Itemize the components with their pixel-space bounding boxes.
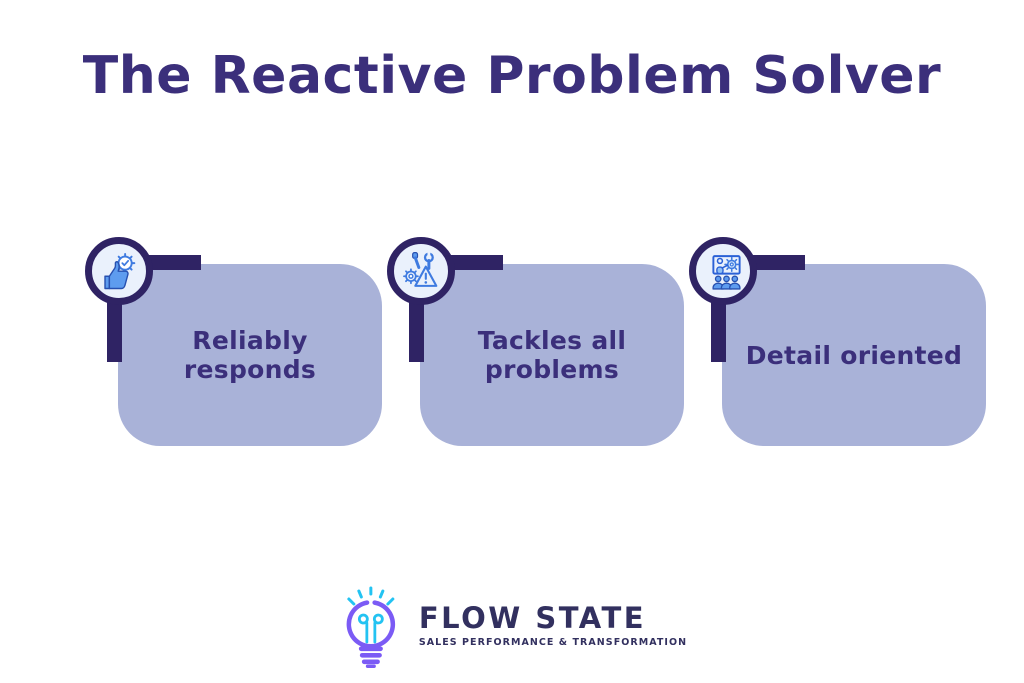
feature-card-label: Detail oriented (745, 340, 963, 370)
lightbulb-icon (346, 586, 396, 668)
team-presentation-icon (712, 255, 741, 290)
feature-card-label: Tackles all problems (477, 326, 627, 384)
icon-circle-badge (85, 237, 153, 305)
feature-card-label: Reliably responds (183, 326, 317, 384)
brand-footer: FLOW STATE SALES PERFORMANCE & TRANSFORM… (337, 584, 687, 668)
feature-group-detail-oriented: Detail oriented (689, 237, 999, 467)
page-title: The Reactive Problem Solver (82, 46, 942, 106)
feature-card: Detail oriented (722, 264, 986, 446)
icon-circle-badge (689, 237, 757, 305)
feature-card: Tackles all problems (420, 264, 684, 446)
feature-card: Reliably responds (118, 264, 382, 446)
brand-text-block: FLOW STATE SALES PERFORMANCE & TRANSFORM… (419, 604, 687, 648)
brand-tagline: SALES PERFORMANCE & TRANSFORMATION (418, 637, 688, 649)
feature-group-reliably-responds: Reliably responds (85, 237, 395, 467)
tools-warning-icon (403, 251, 438, 287)
feature-group-tackles-all-problems: Tackles all problems (387, 237, 697, 467)
brand-name: FLOW STATE (418, 601, 647, 636)
icon-circle-badge (387, 237, 455, 305)
thumbs-up-gear-icon (104, 252, 136, 290)
